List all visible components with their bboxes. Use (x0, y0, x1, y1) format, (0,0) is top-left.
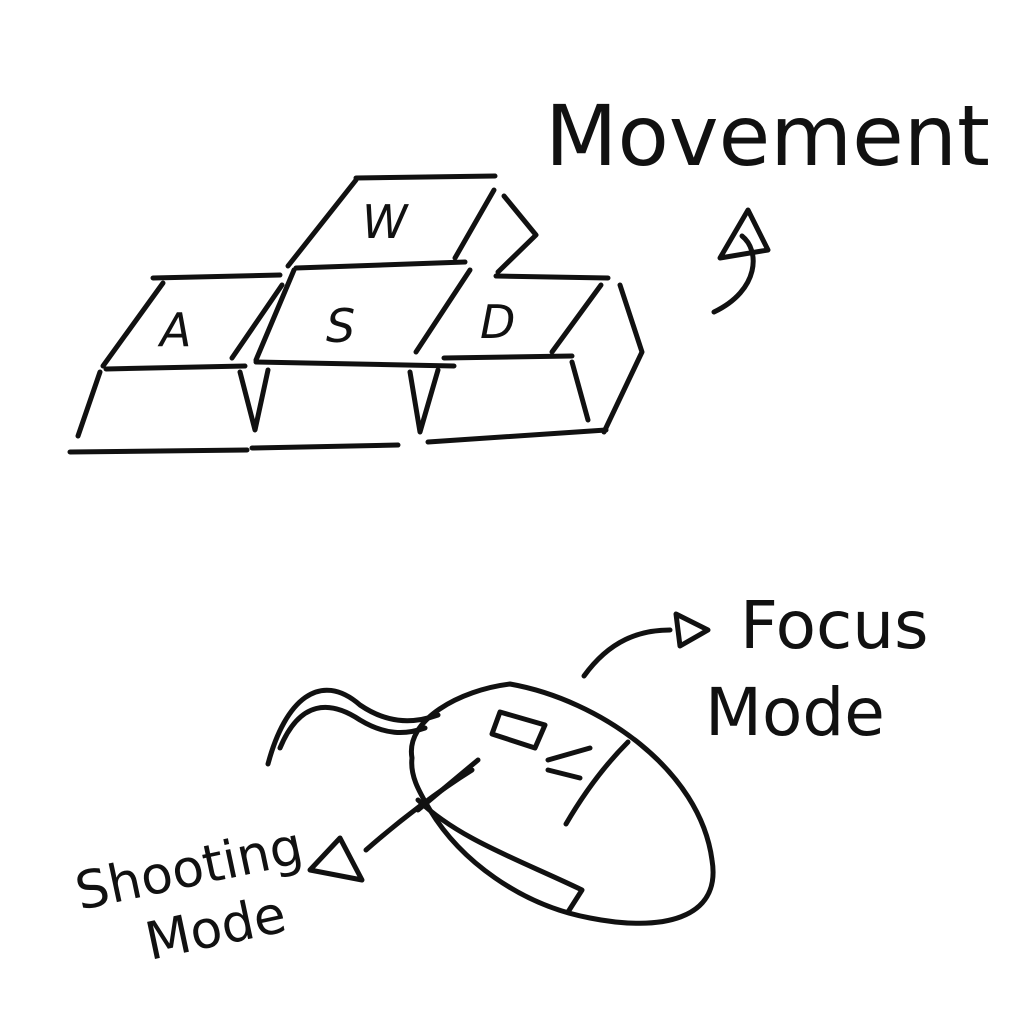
key-w-bottom-edge (293, 259, 468, 271)
key-a-base (67, 447, 250, 455)
key-d-bottom-edge (441, 353, 575, 361)
wasd-keys: W A S D (67, 173, 645, 455)
focus-label-line2: Mode (705, 674, 885, 751)
mouse-wheel-line-1 (545, 745, 593, 763)
focus-label-line1: Focus (740, 587, 929, 664)
key-a-left-edge (100, 280, 166, 369)
key-d-right-edge (549, 282, 604, 355)
movement-arrow-head-icon (717, 207, 771, 261)
key-a-top-edge (150, 272, 283, 281)
focus-pointer-line (581, 627, 673, 679)
key-w-top-edge (353, 173, 498, 181)
key-a-front-left (75, 369, 103, 439)
mouse-cable-upper (265, 687, 441, 767)
key-w: W (285, 173, 539, 275)
key-s-left-edge (253, 267, 297, 363)
key-d: D (425, 273, 645, 445)
mouse-scroll-wheel (489, 709, 548, 751)
key-s-bottom-edge (253, 359, 457, 369)
shooting-pointer-triangle-icon (307, 835, 365, 883)
key-d-base (425, 427, 609, 445)
key-a-front-right (237, 367, 271, 433)
key-d-letter: D (480, 295, 515, 349)
shooting-pointer-line (363, 767, 475, 853)
movement-arrow-shaft (711, 233, 756, 315)
key-w-side (495, 193, 539, 275)
key-s-base (249, 442, 401, 451)
key-s-right-edge (413, 267, 473, 355)
mouse-right-button-edge (563, 739, 631, 827)
key-d-front-right (569, 359, 591, 423)
focus-pointer-triangle-icon (673, 611, 711, 649)
key-s-front-right (407, 367, 441, 435)
key-a-right-edge (229, 282, 285, 361)
mouse-cable-lower (277, 704, 428, 751)
mouse (265, 681, 716, 926)
mouse-wheel-line-2 (545, 767, 583, 781)
key-w-left-edge (285, 177, 359, 269)
key-w-right-edge (452, 187, 497, 261)
mouse-body (408, 681, 716, 926)
key-a-letter: A (157, 303, 191, 357)
key-w-letter: W (362, 195, 409, 249)
key-a-bottom-edge (103, 363, 248, 372)
key-s: S (249, 267, 473, 451)
key-d-top-edge (493, 273, 611, 281)
movement-label: Movement (545, 87, 990, 185)
key-s-letter: S (326, 299, 355, 353)
key-a: A (67, 272, 285, 455)
key-d-side (601, 282, 645, 435)
mouse-side-grip (415, 797, 585, 915)
